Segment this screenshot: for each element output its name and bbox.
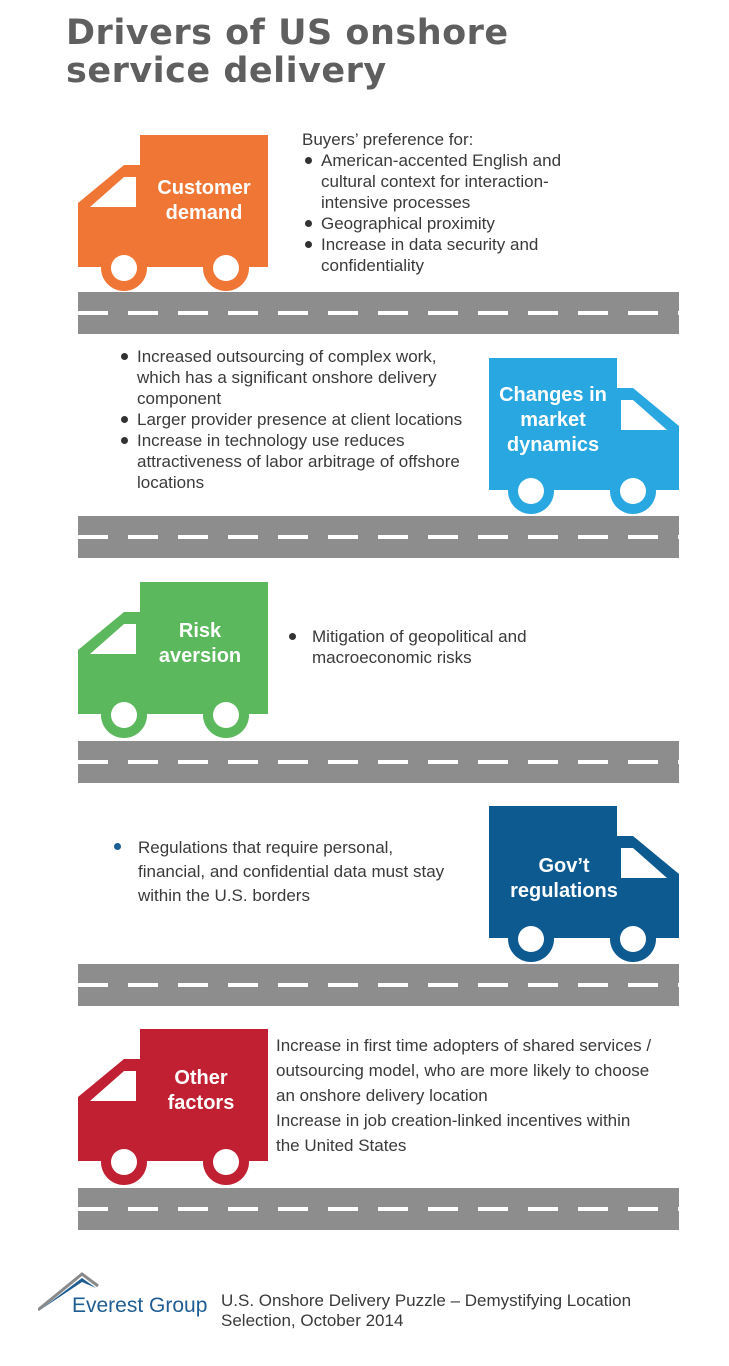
mountain-icon xyxy=(37,1272,99,1312)
truck-label-gov-regulations: Gov’t regulations xyxy=(489,854,639,904)
bullet-item: Increase in first time adopters of share… xyxy=(276,1036,652,1105)
truck-label-customer-demand: Customer demand xyxy=(140,176,268,226)
truck-label-line: Changes in xyxy=(499,384,607,406)
truck-icon-market-dynamics: Changes in market dynamics xyxy=(489,358,679,518)
truck-label-line: dynamics xyxy=(506,434,600,456)
bullet-item: American-accented English and cultural c… xyxy=(302,150,602,213)
bullet-list: Increase in first time adopters of share… xyxy=(276,1033,656,1158)
truck-label-line: aversion xyxy=(158,645,242,667)
truck-label-line: regulations xyxy=(510,880,618,902)
bullet-list: Mitigation of geopolitical and macroecon… xyxy=(286,626,596,668)
truck-label-line: Other xyxy=(174,1067,228,1089)
bullet-list: Regulations that require personal, finan… xyxy=(111,836,461,908)
everest-group-logo: Everest Group xyxy=(37,1272,213,1332)
bullet-item: Geographical proximity xyxy=(302,213,602,234)
bullet-item: Increase in data security and confidenti… xyxy=(302,234,602,276)
truck-label-line: Customer xyxy=(157,177,251,199)
source-line: U.S. Onshore Delivery Puzzle – Demystify… xyxy=(221,1291,632,1310)
source-citation: U.S. Onshore Delivery Puzzle – Demystify… xyxy=(221,1291,631,1331)
driver-text-market-dynamics: Increased outsourcing of complex work, w… xyxy=(118,346,478,493)
truck-label-other-factors: Other factors xyxy=(140,1066,262,1116)
bullet-item: Increase in technology use reduces attra… xyxy=(118,430,478,493)
driver-text-gov-regulations: Regulations that require personal, finan… xyxy=(111,836,461,908)
driver-text-risk-aversion: Mitigation of geopolitical and macroecon… xyxy=(286,626,596,668)
driver-text-other-factors: Increase in first time adopters of share… xyxy=(276,1033,656,1158)
bullet-list: American-accented English and cultural c… xyxy=(302,150,602,276)
title-line-2: service delivery xyxy=(66,51,387,91)
bullet-item: Regulations that require personal, finan… xyxy=(111,836,461,908)
bullet-item: Increased outsourcing of complex work, w… xyxy=(118,346,478,409)
bullet-item: Increase in job creation-linked incentiv… xyxy=(276,1111,631,1155)
bullet-list: Increased outsourcing of complex work, w… xyxy=(118,346,478,493)
logo-text: Everest Group xyxy=(72,1294,208,1317)
road-divider xyxy=(78,964,679,1006)
road-divider xyxy=(78,516,679,558)
truck-label-line: Risk xyxy=(178,620,222,642)
truck-label-line: demand xyxy=(165,202,243,224)
truck-label-line: Gov’t xyxy=(538,855,590,877)
truck-icon-customer-demand: Customer demand xyxy=(78,135,268,295)
road-divider xyxy=(78,741,679,783)
truck-label-line: factors xyxy=(167,1092,235,1114)
driver-text-customer-demand: Buyers’ preference for: American-accente… xyxy=(302,129,602,276)
driver-heading: Buyers’ preference for: xyxy=(302,130,474,149)
truck-label-risk-aversion: Risk aversion xyxy=(140,619,260,669)
road-divider xyxy=(78,1188,679,1230)
page-title: Drivers of US onshore service delivery xyxy=(66,14,509,90)
truck-icon-other-factors: Other factors xyxy=(78,1029,268,1189)
truck-label-market-dynamics: Changes in market dynamics xyxy=(489,383,617,458)
title-line-1: Drivers of US onshore xyxy=(66,13,509,53)
bullet-item: Larger provider presence at client locat… xyxy=(118,409,478,430)
truck-icon-risk-aversion: Risk aversion xyxy=(78,582,268,742)
source-line: Selection, October 2014 xyxy=(221,1311,404,1330)
truck-icon-gov-regulations: Gov’t regulations xyxy=(489,806,679,966)
road-divider xyxy=(78,292,679,334)
bullet-item: Mitigation of geopolitical and macroecon… xyxy=(286,626,596,668)
truck-label-line: market xyxy=(520,409,586,431)
